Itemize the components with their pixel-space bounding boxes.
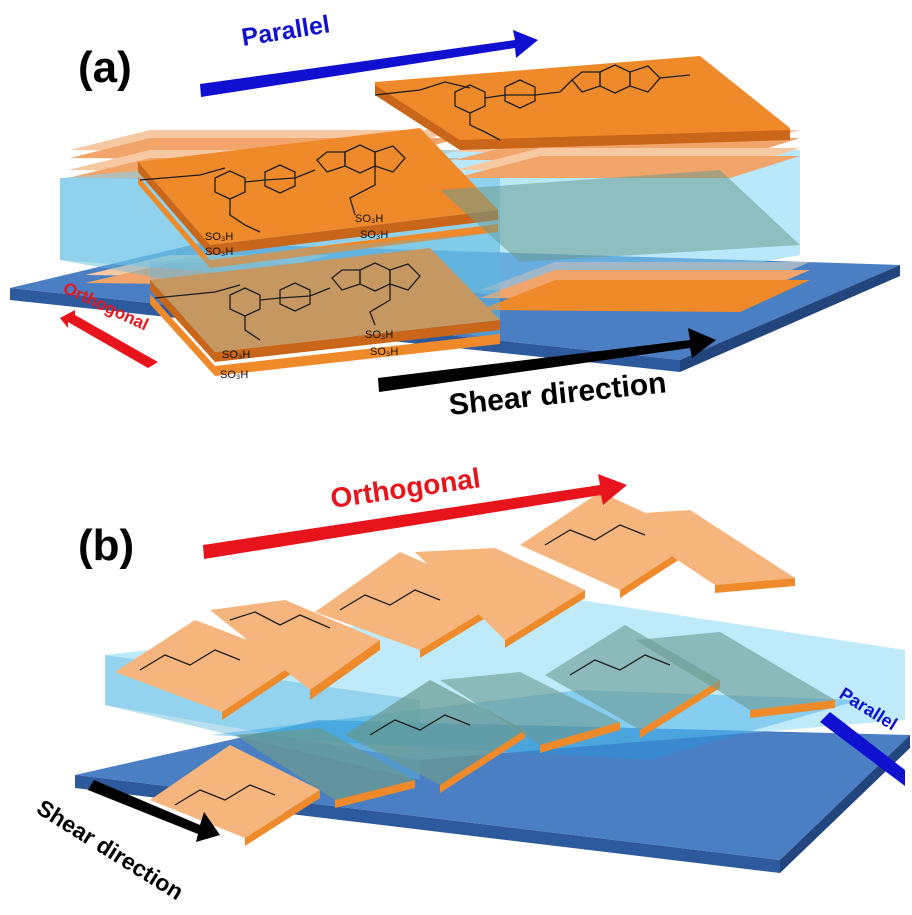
sheet-b-4-edge <box>505 590 585 648</box>
chem-label-so3h: SO₃H <box>370 346 398 358</box>
panel-b: (b) Orthogonal Parallel Shear direction <box>32 462 910 905</box>
shear-arrow-a <box>378 328 716 392</box>
sheet-b-6-edge <box>715 578 795 593</box>
parallel-label-a: Parallel <box>240 10 332 52</box>
sheet-a-mid-edge <box>138 162 498 255</box>
sheet-b-12 <box>635 632 835 710</box>
chem-label-so3h: SO₃H <box>360 229 388 241</box>
panel-label-a: (a) <box>78 43 132 92</box>
panel-a: SO₃H SO₃H SO₃H SO₃H SO₃H SO₃H SO₃H SO₃H … <box>10 10 900 422</box>
sheet-b-2-edge <box>310 640 380 700</box>
substrate-b-side <box>780 735 910 873</box>
chem-label-so3h: SO₃H <box>220 369 248 381</box>
sheet-a-right-low-3 <box>480 280 810 312</box>
sheet-b-4 <box>415 548 585 640</box>
sheet-a-top-back <box>375 56 790 150</box>
sheet-b-5 <box>520 492 700 590</box>
sheet-a-low-edge <box>150 280 500 362</box>
parallel-arrow-b <box>820 712 905 786</box>
sheet-b-11 <box>545 625 720 730</box>
sheet-b-9 <box>345 680 525 785</box>
sheet-b-11-edge <box>640 680 720 738</box>
sheet-a-mid-under <box>138 176 498 268</box>
substrate-a-side <box>680 265 900 372</box>
sheet-b-8-edge <box>335 780 415 808</box>
chem-structure-a-low: SO₃H SO₃H SO₃H SO₃H <box>154 262 421 381</box>
chem-label-so3h: SO₃H <box>205 246 233 258</box>
sheet-b-8 <box>235 728 415 800</box>
sheet-a-low <box>150 248 500 352</box>
sheet-b-10-edge <box>540 722 620 753</box>
chem-label-so3h: SO₃H <box>355 213 383 225</box>
sheet-b-12-edge <box>750 700 835 718</box>
sheet-a-mid <box>138 128 498 245</box>
chem-label-so3h: SO₃H <box>222 349 250 361</box>
sheet-a-top-back-edge <box>375 85 790 150</box>
zigzag-lower <box>150 625 835 846</box>
sheet-a-low-water <box>150 232 500 352</box>
sheet-a-low-under <box>150 294 500 376</box>
chem-label-so3h: SO₃H <box>365 329 393 341</box>
panel-label-b: (b) <box>78 521 134 570</box>
sheet-b-2 <box>210 600 380 690</box>
chem-label-so3h: SO₃H <box>205 231 233 243</box>
zigzag-upper <box>115 492 795 720</box>
orthogonal-arrow-b <box>203 474 627 559</box>
shear-arrow-b <box>88 780 220 842</box>
chem-structure-a-top <box>374 64 691 141</box>
parallel-arrow-a <box>200 30 538 97</box>
sheet-b-9-edge <box>440 730 525 793</box>
orthogonal-label-b: Orthogonal <box>329 462 483 514</box>
sheet-b-7 <box>150 745 320 838</box>
sheet-b-7-edge <box>245 790 320 846</box>
sheet-a-inside <box>440 170 800 262</box>
chem-structure-a-mid: SO₃H SO₃H SO₃H SO₃H <box>139 144 406 258</box>
sheet-b-6 <box>610 510 795 585</box>
chem-structure-b <box>139 524 671 806</box>
sheet-b-3 <box>315 552 505 650</box>
sheet-b-10 <box>440 672 620 745</box>
orthogonal-arrow-a <box>60 310 158 368</box>
sheet-b-1-edge <box>222 660 300 720</box>
